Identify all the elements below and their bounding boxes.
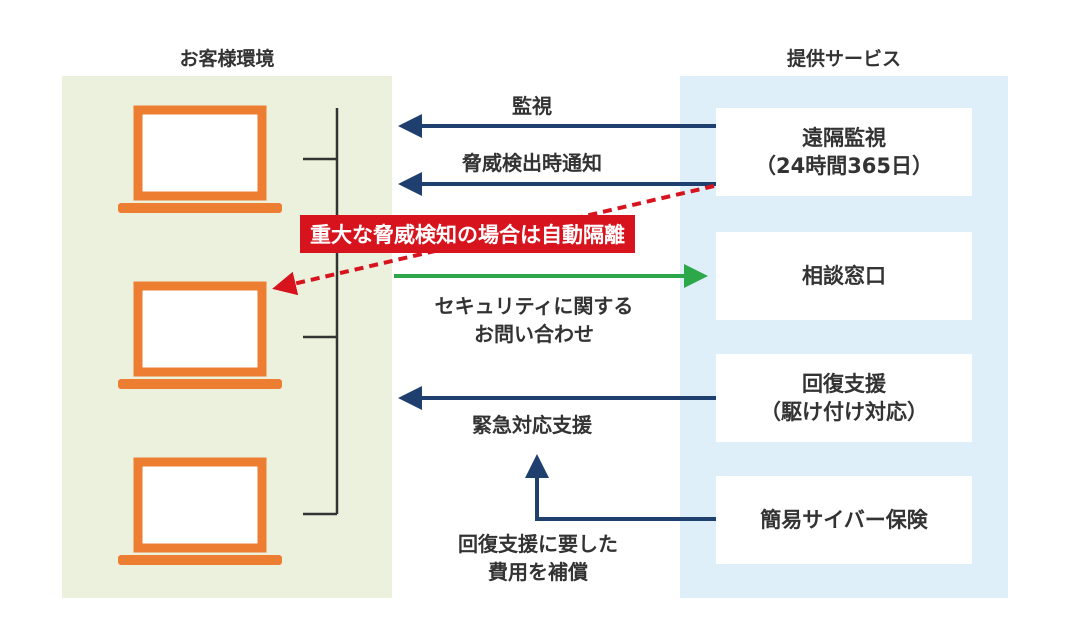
- cost-coverage-line1: 回復支援に要した: [458, 532, 618, 556]
- cyber-insurance-label: 簡易サイバー保険: [760, 507, 928, 532]
- laptop-icon: [118, 105, 282, 213]
- network-bus: [303, 108, 339, 516]
- inquiry-label-line1: セキュリティに関する: [434, 294, 634, 318]
- customer-panel-title: お客様環境: [179, 48, 275, 70]
- recovery-support-onsite: （駆け付け対応）: [760, 400, 928, 424]
- inquiry-label: セキュリティに関する お問い合わせ: [400, 292, 668, 348]
- consultation-desk-label: 相談窓口: [802, 263, 886, 288]
- cost-coverage-label: 回復支援に要した 費用を補償: [418, 530, 658, 586]
- provider-panel-title: 提供サービス: [786, 48, 901, 70]
- recovery-support-label: 回復支援: [802, 371, 886, 396]
- cyber-insurance-box: 簡易サイバー保険: [716, 476, 972, 564]
- auto-isolation-badge: 重大な脅威検知の場合は自動隔離: [300, 215, 635, 253]
- monitor-label: 監視: [512, 94, 552, 118]
- laptop-icon: [118, 281, 282, 389]
- insurance-arrow: [525, 454, 716, 521]
- emergency-label: 緊急対応支援: [472, 413, 592, 437]
- cost-coverage-line2: 費用を補償: [488, 560, 588, 584]
- remote-monitoring-label: 遠隔監視: [802, 125, 886, 150]
- recovery-support-box: 回復支援 （駆け付け対応）: [716, 354, 972, 442]
- remote-monitoring-hours: （24時間365日）: [754, 154, 934, 178]
- inquiry-label-line2: お問い合わせ: [474, 322, 594, 346]
- consultation-desk-box: 相談窓口: [716, 232, 972, 320]
- threat-notify-label: 脅威検出時通知: [462, 151, 602, 175]
- laptop-icon: [118, 457, 282, 565]
- remote-monitoring-box: 遠隔監視 （24時間365日）: [716, 108, 972, 196]
